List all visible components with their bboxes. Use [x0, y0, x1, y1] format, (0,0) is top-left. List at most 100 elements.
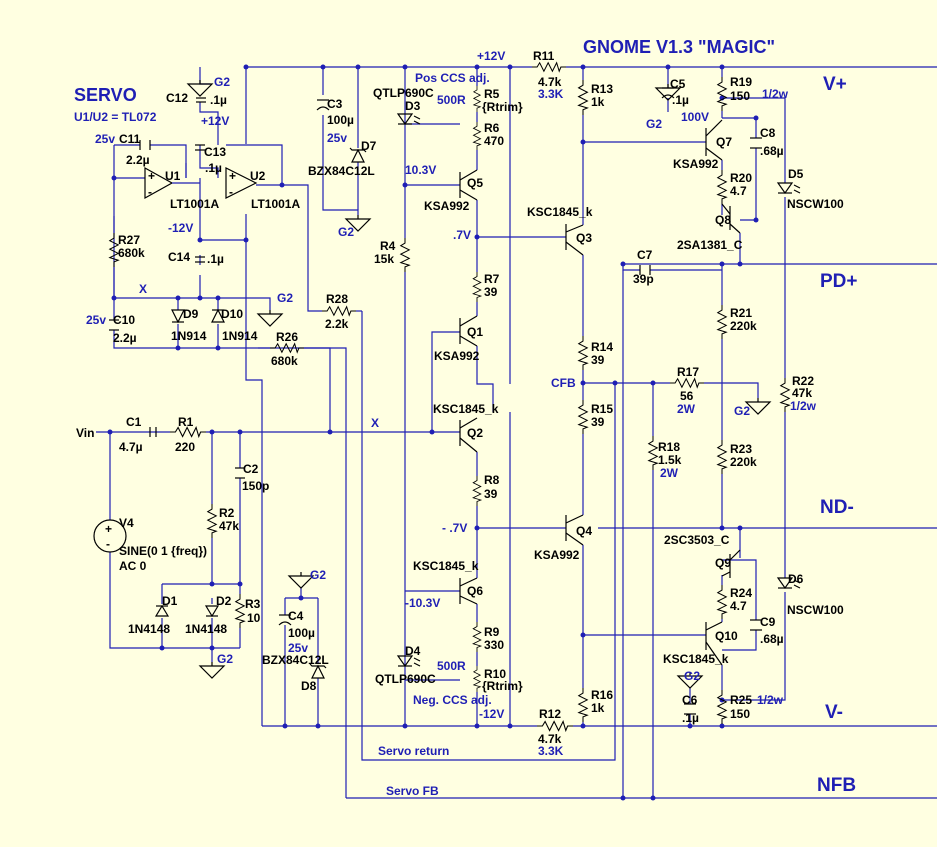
q10-ref: Q10 — [715, 629, 738, 643]
d1-ref: D1 — [162, 594, 178, 608]
gnd-label-servo: G2 — [277, 291, 293, 305]
transistors — [459, 119, 741, 666]
d1-val: 1N4148 — [128, 622, 170, 636]
q5-ref: Q5 — [467, 176, 483, 190]
r15-val: 39 — [591, 415, 605, 429]
d3-ref: D3 — [405, 99, 421, 113]
net-p12-servo: +12V — [201, 114, 229, 128]
d10-val: 1N914 — [222, 329, 258, 343]
d5-val: NSCW100 — [787, 197, 844, 211]
r18-val: 1.5k — [658, 453, 682, 467]
d9-ref: D9 — [183, 307, 199, 321]
r20-ref: R20 — [730, 171, 752, 185]
c6-val: .1µ — [682, 711, 699, 725]
c10-ref: C10 — [113, 313, 135, 327]
d7-val: BZX84C12L — [308, 164, 375, 178]
gnd-label-r17: G2 — [734, 404, 750, 418]
rail-nfb-label: NFB — [817, 775, 856, 796]
r5-extra: 500R — [437, 93, 466, 107]
q6-val: KSC1845_k — [413, 559, 479, 573]
r10-extra: 500R — [437, 659, 466, 673]
r17-val: 56 — [680, 389, 694, 403]
r19-ref: R19 — [730, 75, 752, 89]
r22-ref: R22 — [792, 374, 814, 388]
r21-val: 220k — [730, 319, 757, 333]
svg-text:-: - — [106, 537, 110, 551]
rail-vneg-label: V- — [825, 702, 843, 723]
c8-val: .68µ — [760, 144, 784, 158]
r12-extra: 3.3K — [538, 744, 564, 758]
r10-val: {Rtrim} — [482, 679, 523, 693]
q5-val: KSA992 — [424, 199, 470, 213]
r20-val: 4.7 — [730, 184, 747, 198]
r3-ref: R3 — [245, 597, 261, 611]
d6-val: NSCW100 — [787, 603, 844, 617]
r11-ref: R11 — [533, 49, 555, 63]
r21-ref: R21 — [730, 306, 752, 320]
net-pos-ccs: Pos CCS adj. — [415, 71, 490, 85]
net-vin: Vin — [76, 426, 94, 440]
r23-val: 220k — [730, 455, 757, 469]
servo-title: SERVO — [74, 85, 137, 105]
q1-ref: Q1 — [467, 325, 483, 339]
c12-ref: C12 — [166, 91, 188, 105]
d4-val: QTLP690C — [375, 672, 436, 686]
r22-val: 47k — [792, 386, 812, 400]
r13-ref: R13 — [591, 82, 613, 96]
gnd-label-c3: G2 — [338, 225, 354, 239]
q7-ref: Q7 — [716, 135, 732, 149]
r3-val: 10 — [247, 611, 261, 625]
r5-ref: R5 — [484, 87, 500, 101]
rail-nd-label: ND- — [820, 497, 854, 518]
net-x-servo: X — [139, 282, 147, 296]
r14-ref: R14 — [591, 340, 613, 354]
r12-ref: R12 — [539, 707, 561, 721]
svg-text:+: + — [229, 169, 236, 183]
gnd-label-c6: G2 — [684, 669, 700, 683]
r27-val: 680k — [118, 246, 145, 260]
c4-ref: C4 — [288, 609, 304, 623]
r2-val: 47k — [219, 519, 239, 533]
c5-extra: 100V — [681, 110, 709, 124]
rail-pd-label: PD+ — [820, 271, 858, 292]
q1-val: KSA992 — [434, 349, 480, 363]
net-n12-servo: -12V — [168, 221, 193, 235]
q2-ref: Q2 — [467, 426, 483, 440]
c13-ref: C13 — [204, 145, 226, 159]
r28-val: 2.2k — [325, 317, 349, 331]
gnd-label-c4: G2 — [310, 568, 326, 582]
c5-val: .1µ — [672, 93, 689, 107]
r9-val: 330 — [484, 638, 504, 652]
q10-val: KSC1845_k — [663, 652, 729, 666]
q9-ref: Q9 — [715, 556, 731, 570]
r4-ref: R4 — [380, 239, 396, 253]
r24-val: 4.7 — [730, 599, 747, 613]
q6-ref: Q6 — [467, 584, 483, 598]
net-servo-return: Servo return — [378, 744, 449, 758]
r1-ref: R1 — [178, 415, 194, 429]
r1-val: 220 — [175, 440, 195, 454]
gnd-label-d2: G2 — [217, 652, 233, 666]
r4-val: 15k — [374, 252, 394, 266]
c9-val: .68µ — [760, 632, 784, 646]
q9-val: 2SC3503_C — [664, 533, 730, 547]
svg-text:-: - — [229, 185, 233, 199]
v4-extra: AC 0 — [119, 559, 147, 573]
c1-val: 4.7µ — [119, 440, 143, 454]
v4-ref: V4 — [119, 516, 134, 530]
r26-val: 680k — [271, 354, 298, 368]
r26-ref: R26 — [276, 330, 298, 344]
d2-ref: D2 — [216, 594, 232, 608]
r8-val: 39 — [484, 487, 498, 501]
r17-ref: R17 — [677, 365, 699, 379]
r7-val: 39 — [484, 285, 498, 299]
d2-val: 1N4148 — [185, 622, 227, 636]
d7-ref: D7 — [361, 139, 377, 153]
q4-ref: Q4 — [576, 524, 592, 538]
c9-ref: C9 — [760, 615, 776, 629]
rail-vpos-label: V+ — [823, 74, 847, 95]
r23-ref: R23 — [730, 442, 752, 456]
c3-extra: 25v — [327, 131, 347, 145]
r12-val: 4.7k — [538, 732, 562, 746]
r28-ref: R28 — [326, 292, 348, 306]
